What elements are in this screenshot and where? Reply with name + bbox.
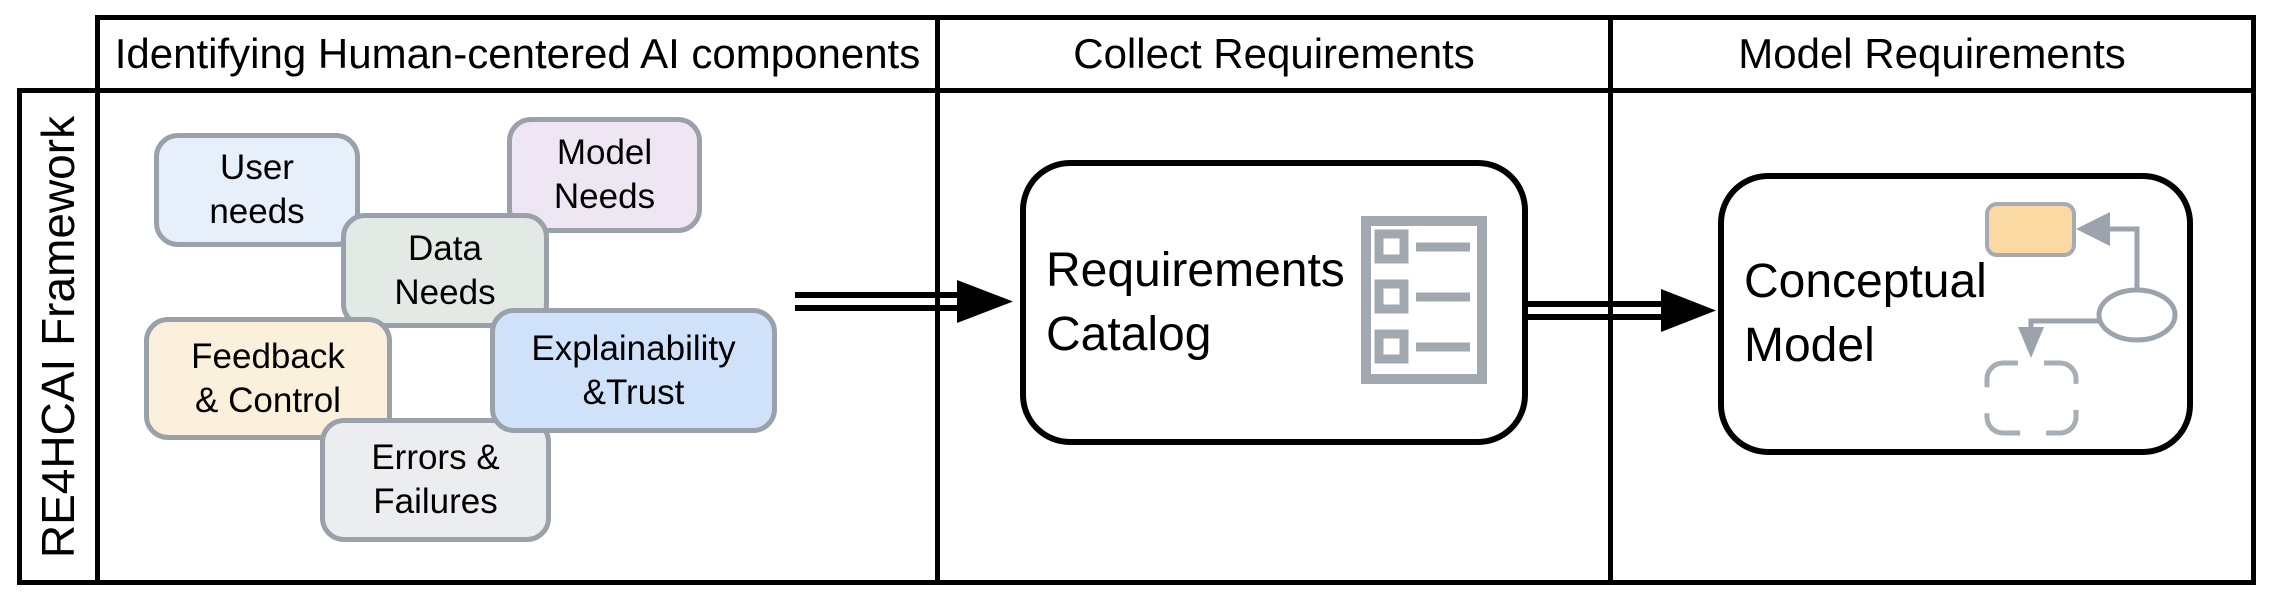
framework-label: RE4HCAI Framework [32, 115, 85, 558]
header-cell-model: Model Requirements [1608, 15, 2256, 93]
component-label-line: Needs [553, 177, 656, 216]
component-label-line: &Trust [582, 372, 685, 412]
component-box-feedback-control: Feedback & Control [144, 317, 392, 440]
header-model-label: Model Requirements [1738, 30, 2126, 77]
entity-rect [1985, 202, 2076, 257]
conceptual-model-box: Conceptual Model [1718, 173, 2193, 455]
collect-panel: Requirements Catalog [935, 88, 1613, 585]
header-cell-collect: Collect Requirements [935, 15, 1613, 93]
component-label-line: Needs [394, 272, 496, 312]
component-label-line: needs [209, 192, 305, 231]
component-label-line: Data [408, 228, 482, 268]
flow-arrow-catalog-to-model [1526, 289, 1716, 332]
component-label-line: Failures [373, 482, 498, 521]
requirements-catalog-box: Requirements Catalog [1020, 160, 1528, 445]
flow-arrow-components-to-catalog [795, 280, 1013, 323]
down-arrowhead [2018, 327, 2044, 358]
model-panel: Conceptual Model [1608, 88, 2256, 585]
header-cell-identifying: Identifying Human-centered AI components [95, 15, 940, 93]
concept-mini-diagram-icon [1984, 202, 2178, 436]
component-label-line: Feedback [191, 336, 345, 376]
component-label-line: Explainability [531, 328, 736, 368]
conceptual-model-label: Conceptual Model [1744, 255, 1987, 372]
framework-label-cell: RE4HCAI Framework [17, 88, 100, 585]
relation-ellipse [2096, 287, 2178, 343]
component-label-line: Model [556, 133, 653, 172]
component-label-line: User [220, 148, 294, 187]
component-label-line: Errors & [371, 438, 500, 477]
components-panel: User needs Model Needs Data Needs Feedba… [95, 88, 940, 585]
component-box-model-needs: Model Needs [507, 117, 702, 233]
component-box-user-needs: User needs [154, 133, 360, 247]
component-box-errors-failures: Errors & Failures [320, 418, 551, 542]
header-identifying-label: Identifying Human-centered AI components [114, 30, 921, 77]
header-collect-label: Collect Requirements [1073, 30, 1475, 77]
component-box-explainability-trust: Explainability &Trust [490, 308, 777, 433]
checklist-icon [1361, 216, 1487, 384]
left-arrowhead [2076, 212, 2110, 246]
dashed-entity-rect [1984, 360, 2079, 436]
component-label-line: & Control [195, 380, 341, 420]
requirements-catalog-label: Requirements Catalog [1046, 243, 1345, 361]
